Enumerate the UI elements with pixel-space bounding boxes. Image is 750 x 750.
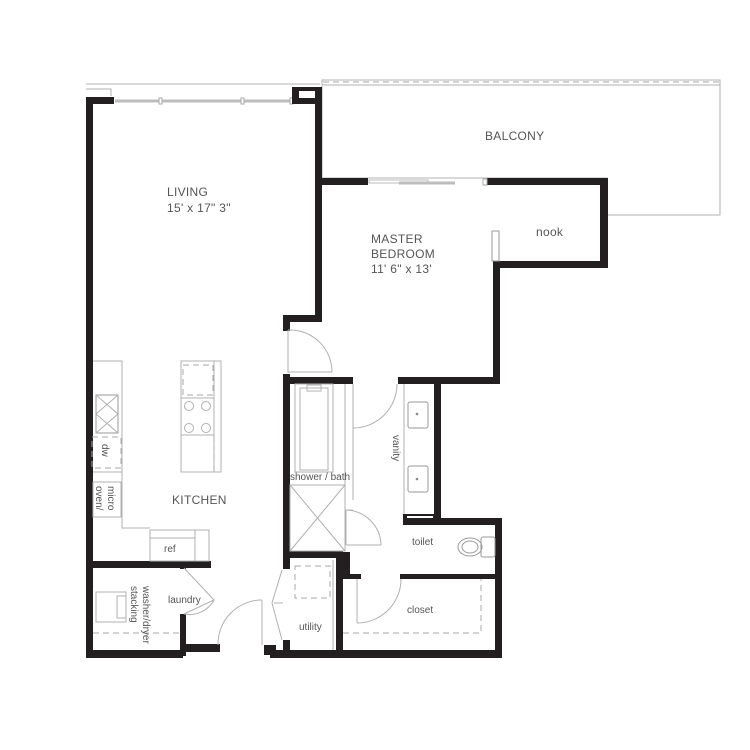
laundry-bifold-door: [183, 567, 215, 615]
nook-partition: [491, 230, 500, 262]
oven-micro: [92, 481, 122, 518]
closet-label: closet: [407, 605, 433, 616]
balcony-label: BALCONY: [485, 129, 544, 143]
living-label: LIVING: [167, 185, 208, 199]
bedroom-entry-door: [287, 329, 333, 373]
dishwasher: [91, 436, 122, 469]
refrigerator-label: ref: [164, 544, 176, 555]
bathtub: [294, 383, 354, 500]
kitchen-counter: [93, 360, 150, 529]
sink-icon: [95, 394, 119, 434]
closet-shelf: [343, 579, 482, 634]
oven-label: oven/: [93, 486, 104, 511]
toilet-label: toilet: [412, 537, 433, 548]
dishwasher-label: dw: [99, 444, 110, 458]
bedroom-sliding-door: [368, 178, 488, 186]
cooktop-icon: [184, 401, 211, 433]
walls: [86, 87, 608, 658]
refrigerator: [149, 529, 210, 562]
micro-label: micro: [105, 486, 116, 511]
shower-stall: [289, 484, 353, 552]
vanity-counter: [403, 384, 429, 514]
living-window: [115, 97, 294, 105]
bathroom-door: [352, 383, 398, 429]
utility-label: utility: [299, 622, 322, 633]
closet-door: [356, 578, 402, 624]
laundry-label: laundry: [168, 595, 201, 606]
utility-bifold-door: [271, 569, 283, 641]
kitchen-label: KITCHEN: [172, 493, 227, 507]
nook-label: nook: [536, 225, 564, 239]
washer-dryer-label-line2: washer/dryer: [140, 585, 151, 644]
entry-door: [217, 599, 263, 646]
exterior-overhang: [86, 83, 320, 96]
shower-door: [345, 509, 382, 546]
vanity-label: vanity: [390, 435, 401, 461]
master-bedroom-label-line2: BEDROOM: [371, 247, 435, 261]
master-bedroom-label-line1: MASTER: [371, 232, 423, 246]
balcony-area: [321, 79, 721, 216]
kitchen-island: [180, 360, 222, 473]
toilet-fixture: [457, 536, 496, 558]
water-heater: [294, 565, 331, 599]
master-bedroom-dimensions: 11' 6" x 13': [371, 262, 432, 276]
washer-dryer: [93, 591, 180, 634]
shower-bath-label: shower / bath: [290, 472, 350, 483]
living-dimensions: 15' x 17" 3": [167, 201, 231, 215]
washer-dryer-label-line1: stacking: [128, 586, 139, 623]
